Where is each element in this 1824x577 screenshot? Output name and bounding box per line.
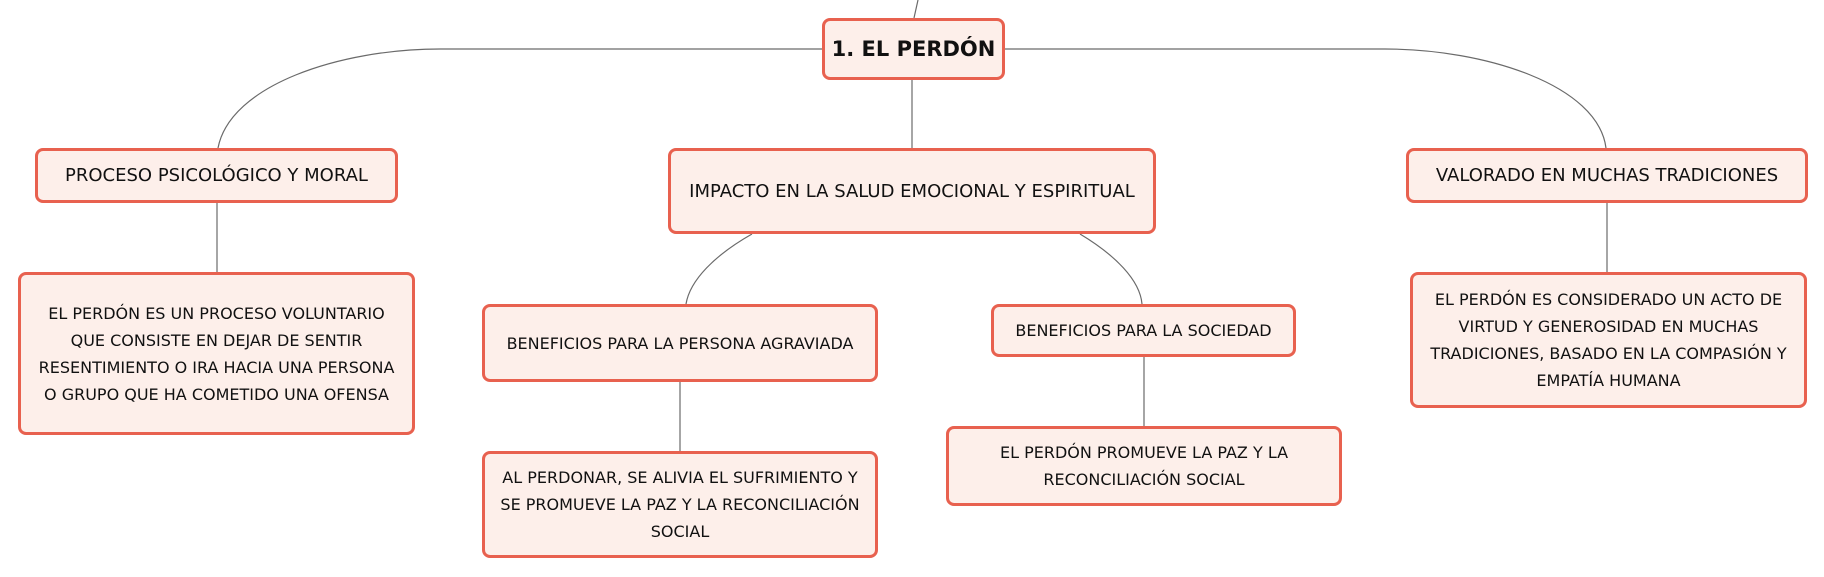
branch-valorado-node[interactable]: VALORADO EN MUCHAS TRADICIONES [1406,148,1808,203]
branch-impacto-node[interactable]: IMPACTO EN LA SALUD EMOCIONAL Y ESPIRITU… [668,148,1156,234]
connector-root-proceso [217,48,822,149]
persona-node[interactable]: BENEFICIOS PARA LA PERSONA AGRAVIADA [482,304,878,382]
connector-impacto-persona [685,233,753,305]
root-label: 1. EL PERDÓN [831,36,996,61]
branch-proceso-label: PROCESO PSICOLÓGICO Y MORAL [65,165,368,186]
root-node[interactable]: 1. EL PERDÓN [822,18,1005,80]
branch-proceso-node[interactable]: PROCESO PSICOLÓGICO Y MORAL [35,148,398,203]
branch-valorado-label: VALORADO EN MUCHAS TRADICIONES [1435,165,1779,186]
persona-detail-node[interactable]: AL PERDONAR, SE ALIVIA EL SUFRIMIENTO Y … [482,451,878,558]
sociedad-detail-node[interactable]: EL PERDÓN PROMUEVE LA PAZ Y LA RECONCILI… [946,426,1342,506]
valorado-detail-node[interactable]: EL PERDÓN ES CONSIDERADO UN ACTO DE VIRT… [1410,272,1807,408]
proceso-detail-text: EL PERDÓN ES UN PROCESO VOLUNTARIO QUE C… [38,303,395,404]
connector-impacto-sociedad [1079,233,1143,305]
sociedad-label: BENEFICIOS PARA LA SOCIEDAD [1015,321,1272,340]
connector-parent-root [913,0,919,19]
sociedad-detail-text: EL PERDÓN PROMUEVE LA PAZ Y LA RECONCILI… [999,443,1289,489]
proceso-detail-node[interactable]: EL PERDÓN ES UN PROCESO VOLUNTARIO QUE C… [18,272,415,435]
valorado-detail-text: EL PERDÓN ES CONSIDERADO UN ACTO DE VIRT… [1430,290,1787,390]
connector-root-valorado [1004,48,1607,149]
persona-label: BENEFICIOS PARA LA PERSONA AGRAVIADA [506,333,854,353]
branch-impacto-label: IMPACTO EN LA SALUD EMOCIONAL Y ESPIRITU… [689,180,1135,202]
sociedad-node[interactable]: BENEFICIOS PARA LA SOCIEDAD [991,304,1296,357]
persona-detail-text: AL PERDONAR, SE ALIVIA EL SUFRIMIENTO Y … [500,468,860,541]
